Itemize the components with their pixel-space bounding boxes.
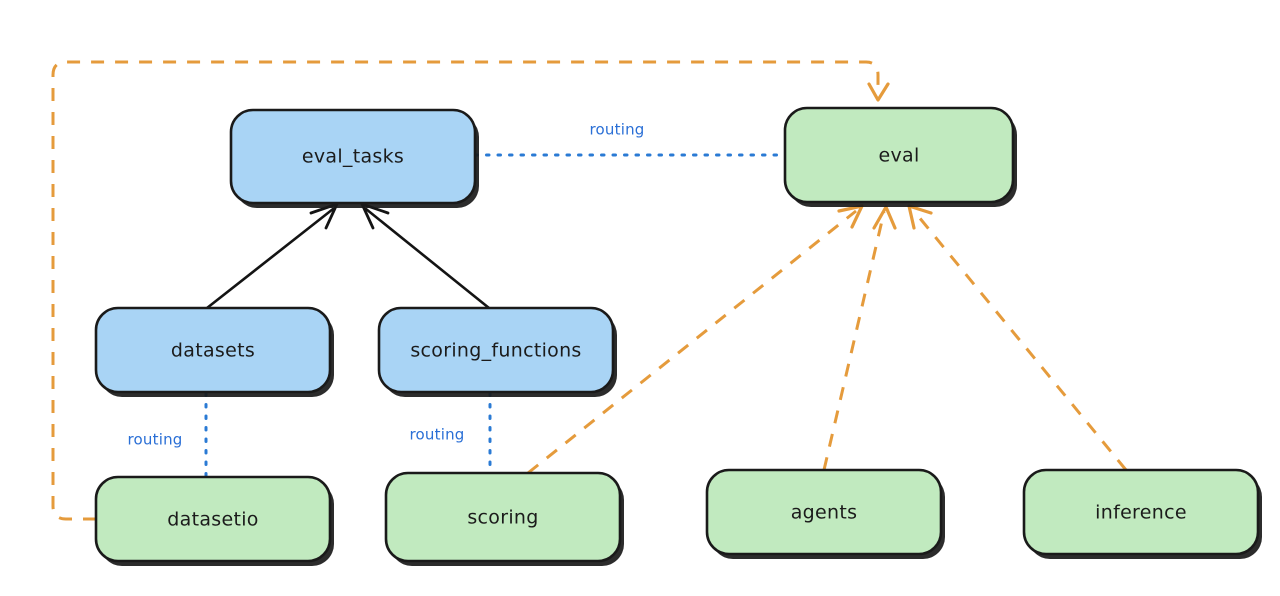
node-inference[interactable]: inference bbox=[1022, 468, 1262, 559]
node-agents[interactable]: agents bbox=[705, 468, 945, 559]
node-scoring-label: scoring bbox=[467, 507, 538, 529]
node-group: eval_tasks eval datasets scoring_functio… bbox=[94, 106, 1262, 566]
edge-label-group: routing routing routing bbox=[128, 121, 645, 449]
node-scoring[interactable]: scoring bbox=[384, 471, 624, 566]
node-eval-label: eval bbox=[878, 145, 919, 167]
node-agents-label: agents bbox=[791, 502, 858, 524]
edge-datasetio-eval[interactable] bbox=[51, 60, 890, 521]
edge-group bbox=[51, 60, 1128, 521]
node-datasets-body bbox=[94, 306, 332, 394]
node-scoring-body bbox=[384, 471, 622, 563]
node-eval-tasks-body bbox=[229, 108, 477, 205]
node-datasets[interactable]: datasets bbox=[94, 306, 334, 397]
node-agents-body bbox=[705, 468, 943, 556]
node-inference-body bbox=[1022, 468, 1260, 556]
node-scoring-functions[interactable]: scoring_functions bbox=[377, 306, 617, 397]
node-scoring-functions-label: scoring_functions bbox=[410, 340, 581, 362]
node-datasetio[interactable]: datasetio bbox=[94, 475, 334, 566]
node-inference-label: inference bbox=[1095, 502, 1187, 524]
edge-label-routing-scoringfunctions-scoring: routing bbox=[410, 426, 465, 444]
node-eval-body bbox=[783, 106, 1015, 204]
edge-agents-eval[interactable] bbox=[822, 205, 897, 471]
node-eval-tasks[interactable]: eval_tasks bbox=[229, 108, 479, 208]
edge-label-routing-evaltasks-eval: routing bbox=[590, 121, 645, 139]
node-scoring-functions-body bbox=[377, 306, 615, 394]
node-eval-tasks-label: eval_tasks bbox=[302, 146, 404, 168]
edge-datasets-evaltasks[interactable] bbox=[205, 202, 339, 310]
node-eval[interactable]: eval bbox=[783, 106, 1017, 207]
edge-scoringfunctions-evaltasks[interactable] bbox=[360, 202, 491, 310]
node-datasetio-label: datasetio bbox=[167, 509, 258, 531]
node-datasetio-body bbox=[94, 475, 332, 563]
edge-label-routing-datasets-datasetio: routing bbox=[128, 431, 183, 449]
node-datasets-label: datasets bbox=[171, 340, 255, 362]
edge-inference-eval[interactable] bbox=[907, 204, 1128, 471]
